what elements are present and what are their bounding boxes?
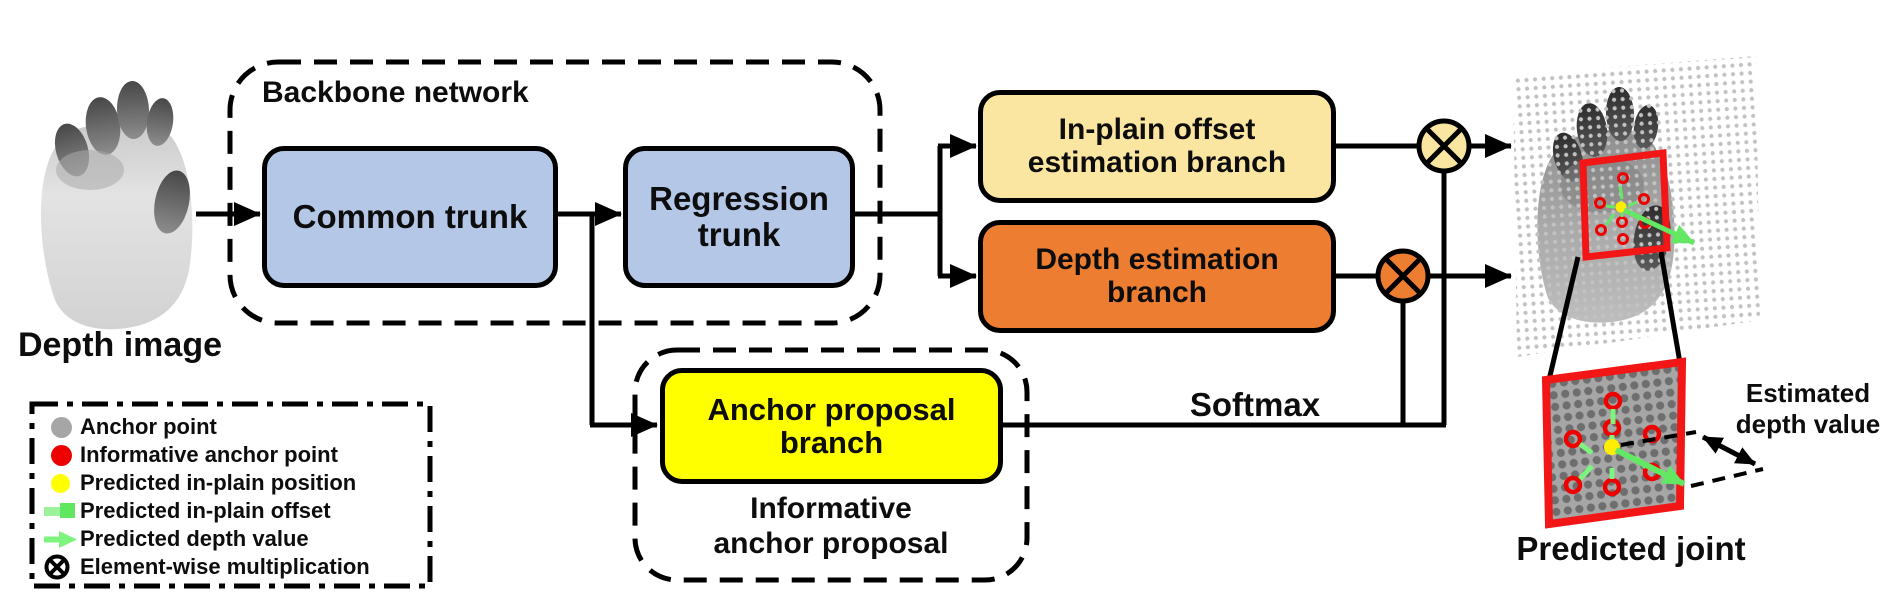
legend-item-informative-anchor-point: Informative anchor point <box>44 441 432 469</box>
element-wise-multiplication-icon <box>44 554 80 580</box>
multiply-node-inplain <box>1416 118 1472 174</box>
legend-item-label: Element-wise multiplication <box>80 554 370 579</box>
legend-item-label: Predicted in-plain offset <box>80 498 331 523</box>
hand-finger <box>85 97 121 155</box>
depth-estimation-branch-box: Depth estimation branch <box>978 220 1336 333</box>
predicted-offset-segments <box>1604 185 1638 226</box>
informative-region-red-square <box>1579 149 1671 261</box>
inplain-offset-branch-box: In-plain offset estimation branch <box>978 90 1336 203</box>
hand-knuckle-shade <box>56 150 124 190</box>
informative-anchor-point-icon <box>44 444 80 466</box>
legend-item-label: Informative anchor point <box>80 442 338 467</box>
predicted-depth-value-icon <box>44 530 80 548</box>
softmax-label: Softmax <box>1189 386 1321 423</box>
patch-predicted-depth-arrow <box>1614 447 1686 487</box>
legend-item-predicted-in-plain-offset: Predicted in-plain offset <box>44 497 432 525</box>
depth-measure-double-arrow <box>1701 434 1757 467</box>
backbone-network-title: Backbone network <box>262 76 529 109</box>
informative-patch-zoom <box>1541 357 1764 529</box>
hand-finger <box>116 81 150 139</box>
anchor-point-icon <box>44 416 80 438</box>
estimated-depth-value-label: Estimated depth value <box>1735 378 1881 440</box>
depth-image-label: Depth image <box>17 326 223 364</box>
legend-item-element-wise-multiplication: Element-wise multiplication <box>44 553 432 581</box>
predicted-in-plain-position-point <box>1615 201 1627 213</box>
hand-finger <box>146 98 174 146</box>
legend-item-label: Predicted in-plain position <box>80 470 357 495</box>
common-trunk-box: Common trunk <box>262 146 558 288</box>
anchor-grid-dots <box>1513 56 1760 357</box>
patch-red-border <box>1541 357 1687 529</box>
informative-anchor-dashed-box <box>632 347 1030 583</box>
zoom-callout-line-right <box>1658 251 1683 364</box>
legend-item-anchor-point: Anchor point <box>44 413 432 441</box>
predicted-in-plain-offset-icon <box>44 502 80 520</box>
depth-measure-dashed-lower <box>1690 467 1764 488</box>
depth-measure-dashed-upper <box>1620 430 1697 447</box>
legend-dashdot-border <box>29 401 433 589</box>
legend-item-predicted-in-plain-position: Predicted in-plain position <box>44 469 432 497</box>
regression-trunk-box: Regression trunk <box>623 146 855 288</box>
zoom-callout-line-left <box>1546 256 1581 381</box>
legend-item-predicted-depth-value: Predicted depth value <box>44 525 432 553</box>
depth-image-hand <box>40 81 193 330</box>
legend-item-label: Predicted depth value <box>80 526 309 551</box>
predicted-joint-label: Predicted joint <box>1516 530 1746 567</box>
hand-thumb <box>154 170 190 234</box>
informative-anchor-proposal-caption: Informative anchor proposal <box>713 492 949 560</box>
multiply-node-depth <box>1375 248 1431 304</box>
patch-informative-anchor-points <box>1563 391 1662 497</box>
anchor-proposal-branch-box: Anchor proposal branch <box>660 368 1003 484</box>
predicted-in-plain-position-icon <box>44 473 80 493</box>
legend-item-label: Anchor point <box>80 414 217 439</box>
predicted-depth-arrow <box>1622 207 1696 246</box>
predicted-joint-plane <box>1513 56 1760 381</box>
legend-box: Anchor point Informative anchor point Pr… <box>30 402 432 588</box>
